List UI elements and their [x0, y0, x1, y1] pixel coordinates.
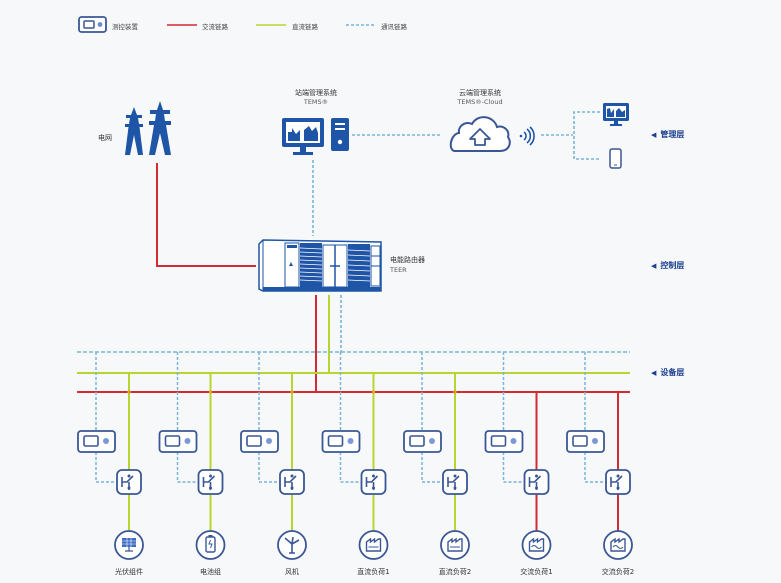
controller-device-icon[interactable]: [566, 430, 605, 453]
switch-icon[interactable]: [279, 469, 305, 495]
device-label: 直流负荷2: [438, 568, 472, 576]
comm-to-switch: [584, 452, 606, 483]
controller-device-icon[interactable]: [321, 430, 361, 453]
device-column: [240, 352, 307, 560]
tems-title: 站端管理系统: [295, 89, 337, 97]
switch-icon[interactable]: [360, 469, 387, 495]
grid-ac-link: [156, 163, 256, 267]
device-column: [77, 352, 144, 560]
layer-label-device: ◀设备层: [651, 367, 684, 378]
factory-ac-icon: [603, 530, 633, 560]
legend-label-ac: 交流链路: [202, 23, 228, 31]
bus-crossing: [453, 390, 457, 394]
switch-icon[interactable]: [605, 469, 631, 495]
remote-branch-link: [573, 111, 600, 160]
phone-icon: [609, 148, 622, 169]
cloud-title: 云端管理系统: [459, 89, 501, 97]
legend-device-icon: [78, 16, 107, 33]
controller-device-icon[interactable]: [158, 430, 198, 453]
layer-name: 管理层: [660, 130, 685, 139]
controller-device-icon[interactable]: [240, 430, 279, 453]
comm-to-switch: [176, 452, 199, 483]
layer-label-control: ◀控制层: [651, 260, 684, 271]
legend-label-device: 测控装置: [112, 23, 138, 31]
device-column: [484, 352, 552, 560]
cloud-subtitle: TEMS®-Cloud: [457, 98, 503, 106]
controller-device-icon[interactable]: [403, 430, 442, 453]
legend-label-dc: 直流链路: [292, 23, 318, 31]
bus-crossing: [127, 390, 131, 394]
factory-icon: [440, 530, 470, 560]
solar-panel-icon: [114, 530, 144, 560]
grid-label: 电网: [98, 134, 112, 142]
comm-to-switch: [95, 452, 117, 483]
layer-name: 控制层: [660, 261, 685, 270]
device-column: [403, 352, 470, 560]
legend-label-comm: 通讯链路: [381, 23, 407, 31]
triangle-left-icon: ◀: [651, 262, 657, 270]
wireless-signal-icon: [519, 126, 535, 146]
container-icon: [258, 239, 382, 292]
device-columns: [77, 352, 633, 560]
triangle-left-icon: ◀: [651, 131, 657, 139]
factory-icon: [358, 530, 389, 560]
teer-subtitle: TEER: [390, 266, 407, 274]
legend: [78, 16, 376, 33]
device-label: 交流负荷1: [520, 568, 553, 576]
comm-to-switch: [339, 452, 362, 483]
device-label: 电池组: [200, 568, 221, 576]
controller-device-icon[interactable]: [484, 430, 524, 453]
device-label: 光伏组件: [115, 568, 143, 576]
monitor-icon: [603, 103, 629, 126]
comm-to-switch: [421, 452, 443, 483]
device-column: [321, 352, 389, 560]
monitor-server-icon: [282, 118, 349, 155]
controller-device-icon[interactable]: [77, 430, 116, 453]
device-column: [158, 352, 226, 560]
comm-to-switch: [502, 452, 525, 483]
bus-crossing: [208, 390, 213, 394]
tems-subtitle: TEMS®: [303, 98, 329, 106]
switch-icon[interactable]: [197, 469, 224, 495]
teer-title: 电能路由器: [390, 256, 425, 264]
layer-name: 设备层: [660, 368, 685, 377]
power-tower-icon: [125, 101, 171, 155]
triangle-left-icon: ◀: [651, 369, 657, 377]
device-label: 风机: [285, 568, 299, 576]
switch-icon[interactable]: [442, 469, 468, 495]
device-label: 直流负荷1: [357, 568, 390, 576]
layer-label-management: ◀管理层: [651, 129, 684, 140]
factory-ac-icon: [521, 530, 552, 560]
cloud-upload-icon: [449, 116, 511, 152]
wind-turbine-icon: [277, 530, 307, 560]
switch-icon[interactable]: [116, 469, 142, 495]
comm-to-switch: [258, 452, 280, 483]
battery-icon: [195, 530, 226, 560]
device-label: 交流负荷2: [601, 568, 635, 576]
device-column: [566, 352, 633, 560]
bus-crossing: [290, 390, 294, 394]
switch-icon[interactable]: [523, 469, 550, 495]
bus-crossing: [371, 390, 376, 394]
